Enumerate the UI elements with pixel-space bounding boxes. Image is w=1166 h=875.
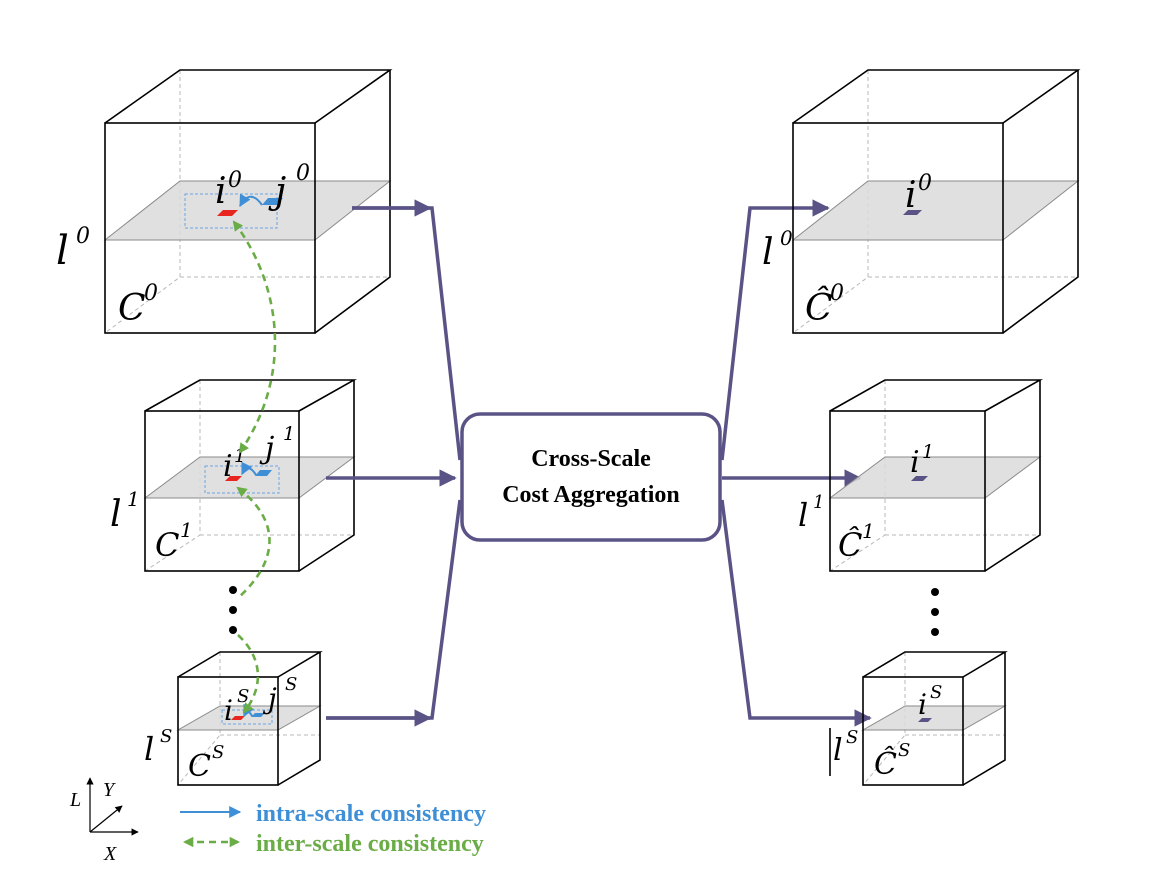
cost-volume-c1 (143, 379, 358, 572)
axis-y-label: Y (103, 779, 116, 801)
output-volume-c0 (791, 69, 1081, 334)
pixel-is-label: i (224, 694, 233, 727)
pixel-j0-marker (262, 198, 283, 205)
output-level-ls-sup: S (846, 727, 858, 748)
output-cost-cs-label: Ĉ (874, 746, 897, 782)
output-volume-c1 (828, 379, 1044, 572)
output-cost-c0-label: Ĉ (805, 287, 833, 329)
inter-arrow-0-1 (232, 220, 277, 454)
pixel-i0-sup: 0 (228, 168, 242, 193)
output-pixel-is-sup: S (930, 682, 942, 703)
output-pixel-is-label: i (918, 688, 927, 721)
legend-inter-label: inter-scale consistency (256, 831, 484, 857)
output-pixel-i0-sup: 0 (918, 171, 932, 196)
pixel-j1-marker (255, 470, 272, 476)
neighborhood-window (184, 193, 278, 229)
aggregation-title-line2: Cost Aggregation (502, 482, 680, 508)
aggregation-box (460, 412, 722, 542)
output-level-l0-sup: 0 (780, 226, 793, 250)
output-level-l1-sup: 1 (813, 492, 824, 513)
output-pixel-i0-label: i (905, 175, 917, 216)
pixel-i0-marker (217, 210, 238, 216)
pixel-j1-sup: 1 (283, 423, 295, 445)
level-l1-label: l (110, 494, 122, 535)
level-ls-label: l (144, 730, 154, 768)
output-volume-cs (861, 651, 1008, 786)
left-ellipsis (229, 586, 237, 634)
legend-intra-label: intra-scale consistency (256, 801, 486, 827)
axis-l-label: L (69, 789, 81, 811)
pixel-is-marker (231, 716, 245, 720)
output-pixel-is-marker (918, 718, 932, 722)
inter-arrow-1-dots (236, 486, 271, 599)
pixel-i1-sup: 1 (234, 445, 246, 467)
pixel-js-sup: S (285, 674, 297, 695)
pixel-i1-label: i (223, 449, 233, 484)
flow-in-s (326, 499, 462, 720)
flow-out-s (720, 499, 872, 727)
output-level-ls-label: l (833, 733, 843, 768)
aggregation-title-line1: Cross-Scale (531, 446, 651, 472)
output-level-l0-label: l (762, 232, 774, 273)
output-cost-c1-label: Ĉ (838, 526, 862, 564)
pixel-i0-label: i (215, 171, 227, 212)
level-ls-sup: S (160, 726, 172, 747)
output-level-l1-label: l (798, 496, 808, 534)
output-pixel-i1-sup: 1 (922, 441, 934, 463)
pixel-js-marker (251, 713, 265, 717)
axis-x-label: X (103, 843, 117, 865)
output-pixel-i1-marker (911, 476, 928, 481)
flow-in-0 (352, 206, 462, 461)
inter-arrow-dots-s (237, 634, 260, 714)
cost-c0-sup: 0 (144, 281, 158, 306)
right-ellipsis (931, 588, 939, 636)
cost-volume-c0 (103, 69, 393, 334)
intra-arrow-1 (241, 461, 257, 476)
pixel-is-sup: S (237, 686, 249, 707)
flow-out-0 (720, 199, 830, 461)
cost-c1-sup: 1 (180, 518, 193, 542)
cost-cs-sup: S (212, 742, 224, 763)
output-pixel-i1-label: i (910, 445, 920, 480)
level-l0-sup: 0 (76, 224, 90, 249)
intra-arrow-0 (239, 193, 263, 208)
level-l1-sup: 1 (127, 487, 140, 511)
output-pixel-i0-marker (903, 210, 922, 215)
cost-cs-label: C (188, 749, 211, 784)
cost-volume-cs (176, 651, 323, 786)
axes-icon (86, 777, 139, 836)
cost-c1-label: C (155, 526, 179, 564)
output-cost-c1-sup: 1 (862, 519, 875, 543)
output-cost-cs-sup: S (898, 740, 910, 761)
pixel-j0-sup: 0 (296, 161, 310, 186)
cost-c0-label: C (118, 288, 146, 329)
level-l0-label: l (56, 228, 69, 274)
pixel-i1-marker (225, 476, 242, 481)
output-cost-c0-sup: 0 (830, 281, 844, 306)
